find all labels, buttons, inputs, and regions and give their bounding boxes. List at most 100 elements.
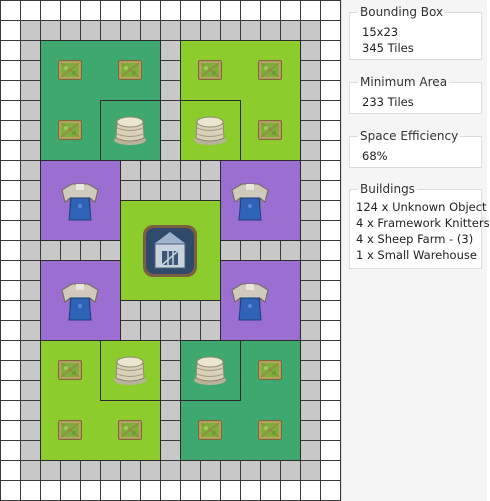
grid-tile[interactable] <box>320 480 341 501</box>
grid-tile[interactable] <box>200 0 221 21</box>
grid-tile[interactable] <box>0 320 21 341</box>
grid-tile[interactable] <box>320 360 341 381</box>
grid-tile[interactable] <box>320 280 341 301</box>
sheep-pasture-icon <box>257 419 283 441</box>
grid-tile[interactable] <box>120 0 141 21</box>
grid-tile[interactable] <box>0 0 21 21</box>
grid-tile[interactable] <box>0 20 21 41</box>
building-line: 4 x Framework Knitters <box>356 216 490 230</box>
grid-tile[interactable] <box>280 0 301 21</box>
grid-tile[interactable] <box>320 300 341 321</box>
grid-tile[interactable] <box>160 480 181 501</box>
bounding-box-size: 15x23 <box>362 25 399 39</box>
grid-tile[interactable] <box>0 420 21 441</box>
grid-tile[interactable] <box>320 0 341 21</box>
grid-tile[interactable] <box>140 0 161 21</box>
grid-tile[interactable] <box>320 340 341 361</box>
grid-tile[interactable] <box>100 0 121 21</box>
grid-tile[interactable] <box>20 480 41 501</box>
grid-tile[interactable] <box>300 480 321 501</box>
grid-tile[interactable] <box>0 300 21 321</box>
grid-tile[interactable] <box>220 0 241 21</box>
grid-tile[interactable] <box>180 480 201 501</box>
grid-tile[interactable] <box>180 0 201 21</box>
grid-tile[interactable] <box>320 80 341 101</box>
grid-tile[interactable] <box>320 140 341 161</box>
sheep-pasture-icon <box>257 119 283 141</box>
grid-tile[interactable] <box>320 120 341 141</box>
grid-tile[interactable] <box>0 80 21 101</box>
grid-tile[interactable] <box>0 120 21 141</box>
grid-tile[interactable] <box>320 20 341 41</box>
layout-grid[interactable] <box>0 0 341 501</box>
grid-tile[interactable] <box>60 480 81 501</box>
grid-tile[interactable] <box>40 0 61 21</box>
grid-tile[interactable] <box>100 480 121 501</box>
grid-tile[interactable] <box>280 480 301 501</box>
sheep-pasture-icon <box>257 59 283 81</box>
grid-tile[interactable] <box>0 340 21 361</box>
grid-tile[interactable] <box>260 480 281 501</box>
grid-tile[interactable] <box>80 480 101 501</box>
sheep-pasture-icon <box>117 59 143 81</box>
grid-line <box>300 460 321 481</box>
grid-tile[interactable] <box>320 160 341 181</box>
grid-tile[interactable] <box>320 460 341 481</box>
space-efficiency-value: 68% <box>362 149 388 163</box>
grid-tile[interactable] <box>0 60 21 81</box>
building-line: 4 x Sheep Farm - (3) <box>356 232 474 246</box>
grid-tile[interactable] <box>240 480 261 501</box>
grid-tile[interactable] <box>320 200 341 221</box>
grid-tile[interactable] <box>320 240 341 261</box>
grid-tile[interactable] <box>0 40 21 61</box>
grid-tile[interactable] <box>220 480 241 501</box>
minimum-area-title: Minimum Area <box>358 75 450 89</box>
grid-tile[interactable] <box>0 360 21 381</box>
grid-tile[interactable] <box>320 40 341 61</box>
grid-tile[interactable] <box>200 480 221 501</box>
sheep-pasture-icon <box>57 419 83 441</box>
grid-tile[interactable] <box>140 480 161 501</box>
wool-bale-icon <box>193 116 227 146</box>
grid-tile[interactable] <box>0 240 21 261</box>
wool-bale-icon <box>193 356 227 386</box>
grid-tile[interactable] <box>160 0 181 21</box>
grid-tile[interactable] <box>260 0 281 21</box>
bounding-box-tiles: 345 Tiles <box>362 41 414 55</box>
minimum-area-card: Minimum Area 233 Tiles <box>349 75 482 114</box>
grid-tile[interactable] <box>0 180 21 201</box>
sheep-pasture-icon <box>197 419 223 441</box>
grid-tile[interactable] <box>0 140 21 161</box>
grid-tile[interactable] <box>0 480 21 501</box>
wool-bale-icon <box>113 116 147 146</box>
grid-tile[interactable] <box>240 0 261 21</box>
grid-tile[interactable] <box>0 160 21 181</box>
grid-tile[interactable] <box>320 60 341 81</box>
grid-tile[interactable] <box>0 400 21 421</box>
grid-tile[interactable] <box>0 220 21 241</box>
grid-tile[interactable] <box>20 0 41 21</box>
sheep-pasture-icon <box>257 359 283 381</box>
grid-tile[interactable] <box>320 440 341 461</box>
grid-tile[interactable] <box>60 0 81 21</box>
grid-tile[interactable] <box>320 380 341 401</box>
grid-tile[interactable] <box>0 280 21 301</box>
grid-tile[interactable] <box>300 0 321 21</box>
wool-bale-icon <box>113 356 147 386</box>
grid-tile[interactable] <box>0 260 21 281</box>
grid-tile[interactable] <box>120 480 141 501</box>
grid-tile[interactable] <box>320 220 341 241</box>
grid-tile[interactable] <box>320 400 341 421</box>
grid-tile[interactable] <box>320 320 341 341</box>
grid-tile[interactable] <box>40 480 61 501</box>
grid-tile[interactable] <box>0 100 21 121</box>
grid-tile[interactable] <box>80 0 101 21</box>
grid-tile[interactable] <box>320 260 341 281</box>
grid-tile[interactable] <box>0 380 21 401</box>
grid-tile[interactable] <box>0 460 21 481</box>
grid-tile[interactable] <box>320 420 341 441</box>
grid-tile[interactable] <box>0 440 21 461</box>
grid-tile[interactable] <box>320 100 341 121</box>
grid-tile[interactable] <box>0 200 21 221</box>
grid-tile[interactable] <box>320 180 341 201</box>
